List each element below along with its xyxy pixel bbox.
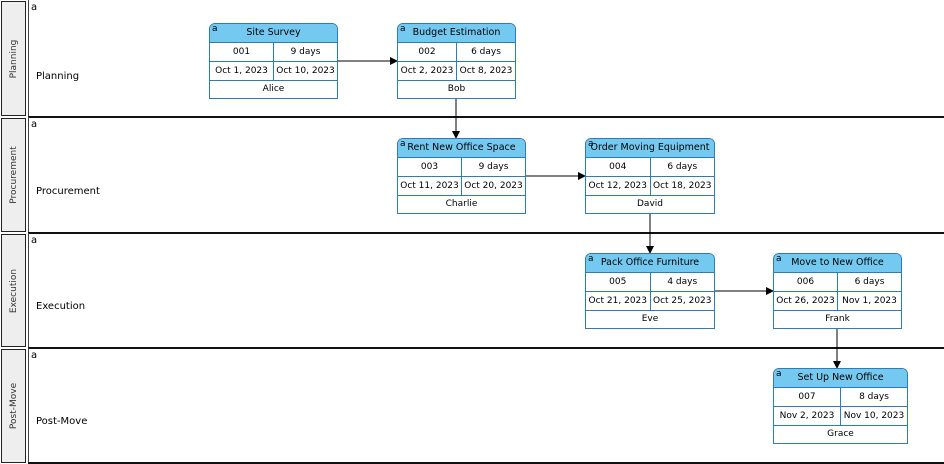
task-resource: Alice (262, 84, 285, 94)
task-card-rent-new-office-space[interactable]: a Rent New Office Space 003 9 days Oct 1… (397, 138, 526, 214)
task-row-dates: Oct 12, 2023 Oct 18, 2023 (586, 177, 714, 196)
lane-label: Post-Move (36, 416, 88, 427)
task-row-id-duration: 005 4 days (586, 273, 714, 292)
lane-planning: Planning a Planning (0, 0, 944, 118)
task-duration: 6 days (649, 158, 715, 176)
lane-header: Procurement (1, 118, 26, 232)
task-end-date: Nov 10, 2023 (840, 407, 907, 425)
task-title: Pack Office Furniture (586, 254, 714, 273)
task-end-date: Nov 1, 2023 (837, 292, 901, 310)
lane-marker: a (31, 119, 38, 130)
task-start-date: Oct 2, 2023 (400, 66, 454, 76)
task-marker: a (400, 24, 406, 34)
task-row-dates: Oct 26, 2023 Nov 1, 2023 (774, 292, 901, 311)
lane-divider (28, 347, 944, 349)
task-row-dates: Oct 11, 2023 Oct 20, 2023 (398, 177, 525, 196)
task-id: 003 (420, 162, 439, 172)
task-title: Move to New Office (774, 254, 901, 273)
task-end-date: Oct 20, 2023 (461, 177, 525, 195)
task-row-dates: Oct 2, 2023 Oct 8, 2023 (398, 62, 515, 81)
task-duration: 8 days (840, 388, 907, 406)
task-resource: Charlie (445, 199, 478, 209)
task-marker: a (776, 369, 782, 379)
task-end-date: Oct 10, 2023 (273, 62, 337, 80)
task-title: Site Survey (210, 24, 337, 43)
lane-execution: Execution a Execution (0, 233, 944, 349)
task-duration: 4 days (649, 273, 715, 291)
task-end-date: Oct 18, 2023 (649, 177, 715, 195)
lane-divider (28, 462, 944, 464)
lane-label: Planning (36, 71, 80, 82)
lane-divider (28, 232, 944, 234)
lane-separator (28, 348, 29, 464)
task-id: 007 (798, 392, 816, 402)
task-marker: a (776, 254, 782, 264)
task-row-id-duration: 002 6 days (398, 43, 515, 62)
task-row-dates: Nov 2, 2023 Nov 10, 2023 (774, 407, 907, 426)
task-duration: 6 days (837, 273, 901, 291)
task-duration: 9 days (273, 43, 337, 61)
lane-marker: a (31, 2, 38, 13)
task-row-id-duration: 003 9 days (398, 158, 525, 177)
task-resource: Eve (641, 314, 659, 324)
task-title: Rent New Office Space (398, 139, 525, 158)
task-start-date: Oct 11, 2023 (400, 181, 459, 191)
task-end-date: Oct 25, 2023 (649, 292, 715, 310)
lane-separator (28, 233, 29, 348)
task-resource: Grace (827, 429, 854, 439)
task-row-dates: Oct 1, 2023 Oct 10, 2023 (210, 62, 337, 81)
task-id: 002 (418, 47, 436, 57)
task-duration: 9 days (461, 158, 525, 176)
task-resource: Bob (447, 84, 466, 94)
task-row-id-duration: 006 6 days (774, 273, 901, 292)
task-id: 004 (609, 162, 627, 172)
task-id: 006 (796, 277, 815, 287)
task-card-set-up-new-office[interactable]: a Set Up New Office 007 8 days Nov 2, 20… (773, 368, 908, 444)
lane-header-text: Procurement (8, 146, 19, 204)
task-start-date: Oct 26, 2023 (776, 296, 835, 306)
task-start-date: Oct 21, 2023 (588, 296, 648, 306)
lane-marker: a (31, 235, 38, 246)
task-card-site-survey[interactable]: a Site Survey 001 9 days Oct 1, 2023 Oct… (209, 23, 338, 99)
task-card-move-to-new-office[interactable]: a Move to New Office 006 6 days Oct 26, … (773, 253, 902, 329)
task-resource: Frank (825, 314, 850, 324)
task-marker: a (588, 254, 594, 264)
lane-marker: a (31, 350, 38, 361)
lane-header-text: Planning (8, 39, 19, 78)
task-row-dates: Oct 21, 2023 Oct 25, 2023 (586, 292, 714, 311)
task-row-id-duration: 001 9 days (210, 43, 337, 62)
task-row-id-duration: 007 8 days (774, 388, 907, 407)
task-card-pack-office-furniture[interactable]: a Pack Office Furniture 005 4 days Oct 2… (585, 253, 715, 329)
task-resource: David (637, 199, 663, 209)
task-start-date: Oct 12, 2023 (588, 181, 648, 191)
lane-post-move: Post-Move a Post-Move (0, 348, 944, 464)
lane-header-text: Post-Move (8, 382, 19, 430)
lane-header: Planning (1, 1, 26, 116)
lane-label: Procurement (36, 186, 100, 197)
lane-divider (28, 116, 944, 118)
task-start-date: Oct 1, 2023 (215, 66, 268, 76)
task-id: 001 (232, 47, 251, 57)
task-start-date: Nov 2, 2023 (779, 411, 835, 421)
task-title: Order Moving Equipment (586, 139, 714, 158)
task-row-id-duration: 004 6 days (586, 158, 714, 177)
task-marker: a (400, 139, 406, 149)
lane-header: Execution (1, 234, 26, 347)
lane-separator (28, 0, 29, 117)
lane-procurement: Procurement a Procurement (0, 117, 944, 234)
lane-separator (28, 117, 29, 233)
task-end-date: Oct 8, 2023 (456, 62, 515, 80)
lane-header-text: Execution (8, 268, 19, 313)
task-marker: a (212, 24, 218, 34)
task-marker: a (588, 139, 594, 149)
lane-header: Post-Move (1, 349, 26, 463)
task-card-order-moving-equipment[interactable]: a Order Moving Equipment 004 6 days Oct … (585, 138, 715, 214)
task-title: Set Up New Office (774, 369, 907, 388)
lane-label: Execution (36, 301, 86, 312)
task-title: Budget Estimation (398, 24, 515, 43)
task-card-budget-estimation[interactable]: a Budget Estimation 002 6 days Oct 2, 20… (397, 23, 516, 99)
task-duration: 6 days (456, 43, 515, 61)
task-id: 005 (609, 277, 627, 287)
